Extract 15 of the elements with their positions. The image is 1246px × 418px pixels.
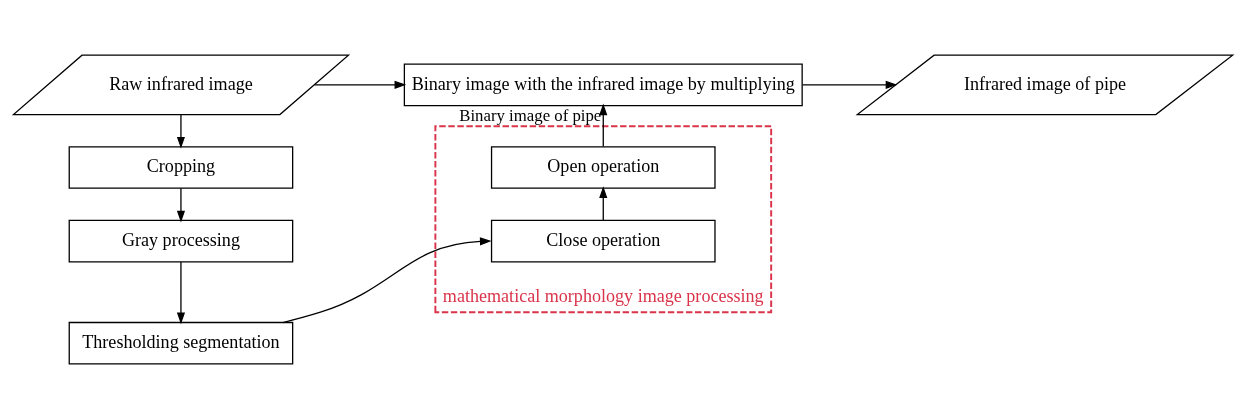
node-box: Close operation (490, 219, 716, 262)
arrow (599, 185, 608, 221)
arrow (801, 80, 898, 89)
arrow (176, 113, 185, 149)
arrow (313, 80, 407, 89)
arrow (176, 187, 185, 222)
node-box: Thresholding segmentation (68, 321, 294, 364)
edge-label: Binary image of pipe (459, 105, 602, 125)
node-box: Cropping (68, 145, 294, 189)
arrow (599, 103, 608, 147)
node-box: Binary image with the infrared image by multiplying (403, 63, 803, 106)
node-box: Open operation (490, 145, 716, 189)
arrow (282, 236, 492, 323)
node-box: Gray processing (68, 219, 294, 262)
arrow (176, 260, 185, 324)
